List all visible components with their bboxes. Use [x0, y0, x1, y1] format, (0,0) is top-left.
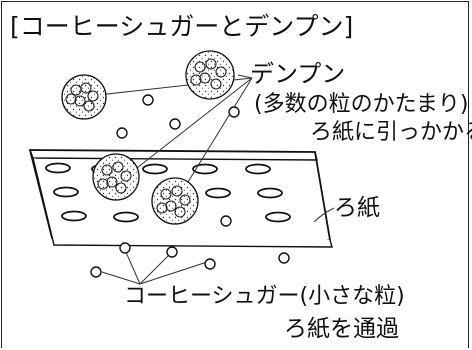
starch-clump: [185, 50, 235, 100]
starch-clump: [92, 153, 140, 201]
sugar-particle: [204, 258, 216, 270]
filter-paper-label: ろ紙: [334, 195, 380, 221]
sugar-particle: [169, 118, 181, 130]
starch-clump: [151, 177, 199, 225]
sugar-label: コーヒーシュガー(小さな粒): [124, 284, 405, 309]
sugar-leader-lines: [101, 249, 208, 285]
starch-clump: [61, 74, 107, 120]
sugar-particle: [119, 242, 131, 254]
sugar-particle: [278, 252, 290, 264]
sugar-particle: [90, 266, 102, 278]
sugar-particle: [220, 215, 232, 227]
starch-description: (多数の粒のかたまり): [254, 92, 469, 117]
sugar-filter-note: ろ紙を通過: [284, 316, 399, 342]
sugar-particle: [166, 246, 178, 258]
starch-label: デンプン: [250, 60, 346, 88]
sugar-particle: [142, 94, 154, 106]
paper-leader-line: [313, 207, 335, 223]
sugar-particle: [228, 106, 240, 118]
figure-title: [コーヒーシュガーとデンプン]: [10, 12, 354, 41]
sugar-particles: [90, 94, 290, 278]
sugar-particle: [116, 127, 128, 139]
starch-filter-note: ろ紙に引っかかる: [310, 120, 472, 145]
